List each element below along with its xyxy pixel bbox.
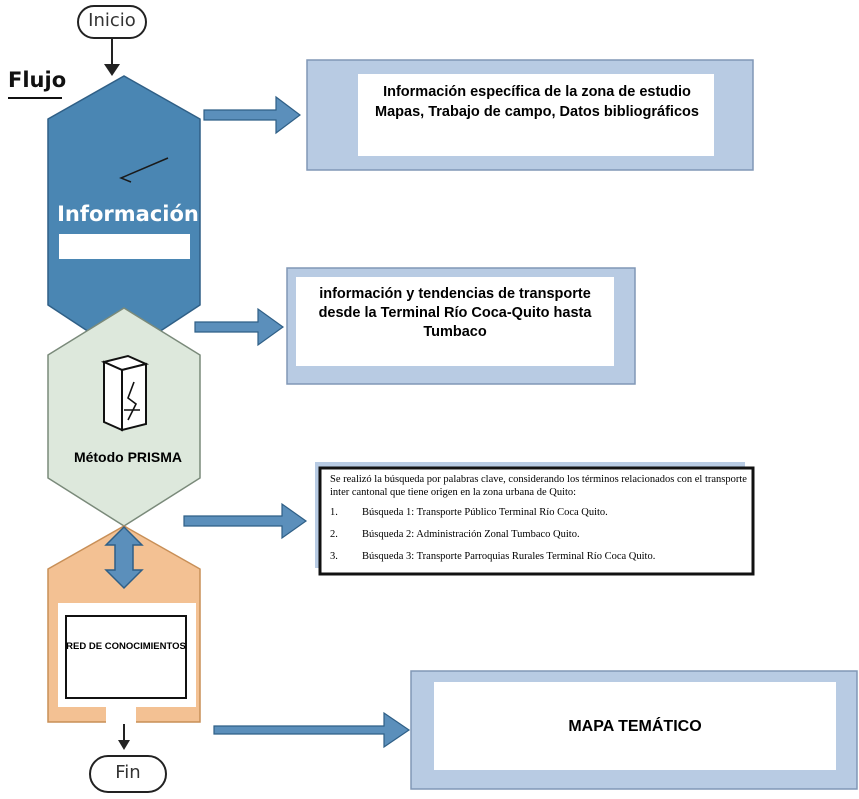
informacion-stage [47,75,201,356]
red-bottom-gap [106,706,136,724]
end-terminal [89,755,167,793]
arrow-to-mapa [213,711,411,749]
prisma-label: Método PRISMA [73,449,183,465]
busqueda-item-text: Búsqueda 1: Transporte Público Terminal … [362,507,608,518]
arrow-to-busqueda [183,502,308,540]
busqueda-item-text: Búsqueda 3: Transporte Parroquias Rurale… [362,551,656,562]
informacion-white-field [59,234,190,259]
red-inner-box [65,615,187,699]
busqueda-item-number: 3. [330,551,338,562]
start-label: Inicio [88,10,136,31]
busqueda-item: 3. Búsqueda 3: Transporte Parroquias Rur… [330,550,750,563]
busqueda-text: Se realizó la búsqueda por palabras clav… [330,473,750,572]
mapa-text: MAPA TEMÁTICO [568,718,702,735]
busqueda-item-number: 2. [330,529,338,540]
busqueda-item: 2. Búsqueda 2: Administración Zonal Tumb… [330,528,750,541]
info-especifica-panel [358,74,714,156]
busqueda-panel [318,466,755,576]
tendencias-panel [296,277,614,366]
informacion-label: Información [57,202,199,226]
start-arrowhead [104,64,120,76]
busqueda-item-number: 1. [330,507,338,518]
mapa-panel [434,682,836,770]
flow-title: Flujo [8,68,67,92]
end-arrowhead [118,740,130,750]
end-label: Fin [115,762,141,783]
database-cube-icon [100,354,150,432]
busqueda-intro: Se realizó la búsqueda por palabras clav… [330,474,747,498]
arrow-to-info-especifica [203,95,301,135]
bidirectional-arrow [104,525,144,590]
arrow-to-tendencias [194,307,285,347]
informacion-mark [119,157,169,183]
busqueda-item-text: Búsqueda 2: Administración Zonal Tumbaco… [362,529,580,540]
busqueda-item: 1. Búsqueda 1: Transporte Público Termin… [330,506,750,519]
info-especifica-text: Información específica de la zona de est… [375,84,699,120]
tendencias-text: información y tendencias de transporte d… [318,286,592,340]
red-label: RED DE CONOCIMIENTOS [66,641,186,652]
